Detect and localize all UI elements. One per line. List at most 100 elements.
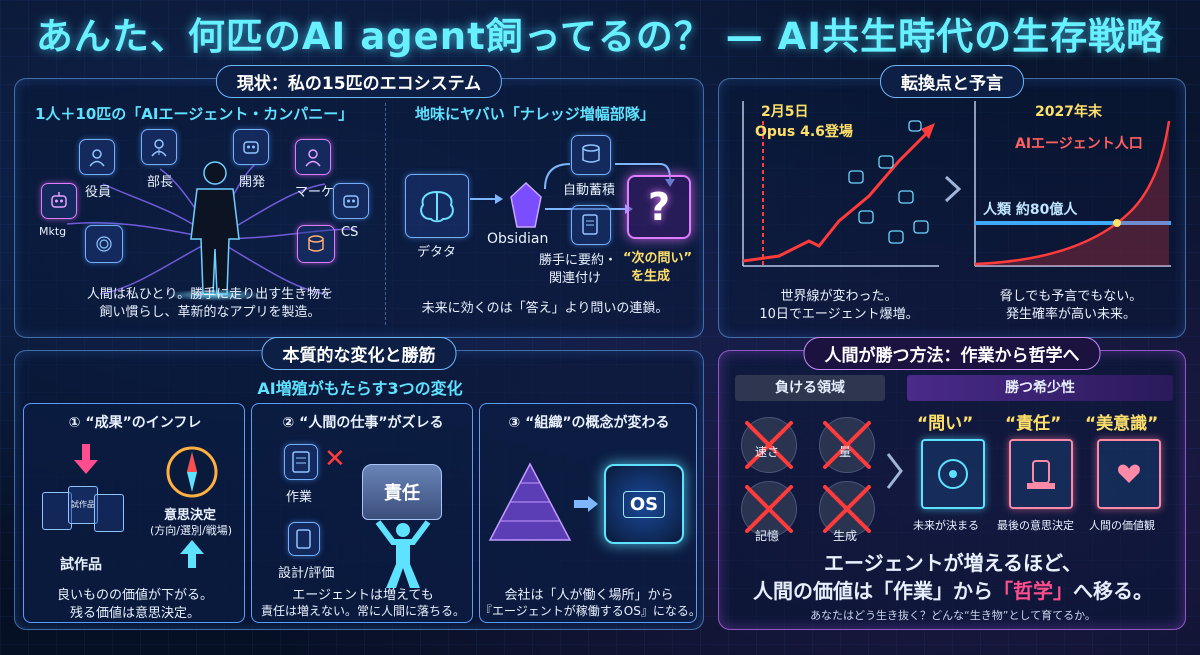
- person-lifting-icon: [375, 520, 431, 588]
- design-eval-label: 設計/評価: [278, 566, 335, 581]
- next-question-label-2: を生成: [631, 269, 671, 284]
- question-mark-icon: ?: [647, 185, 671, 229]
- card2-title: ② “人間の仕事”がズレる: [282, 415, 444, 431]
- pillar-glyphs: [938, 459, 1140, 489]
- chart-population: [974, 101, 1171, 267]
- lose-item-speed: 速さ: [755, 445, 780, 459]
- brain-icon: [405, 174, 469, 238]
- card-organization-change: ③ “組織”の概念が変わる OS 会社は「人が働く場所」から 『エージェントが稼…: [479, 403, 701, 623]
- responsibility-label: 責任: [384, 483, 420, 504]
- role-mktg: Mktg: [39, 225, 67, 238]
- message-line-2: 人間の価値は「作業」から「哲学」へ移る。: [719, 575, 1187, 604]
- database-gear-icon: [571, 135, 611, 175]
- human-population-label: 人類 約80億人: [983, 202, 1078, 218]
- right-caption: 未来に効くのは「答え」より問いの連鎖。: [421, 301, 669, 316]
- card1-title: ① “成果”のインフレ: [68, 415, 202, 431]
- obsidian-label: Obsidian: [487, 231, 549, 247]
- chevron-right-icon: [886, 453, 903, 489]
- message-philosophy: 「哲学」: [993, 579, 1073, 603]
- left-caption-1: 人間は私ひとり。勝手に走り出す生き物を: [86, 287, 334, 302]
- win-header-label: 勝つ希少性: [1005, 380, 1075, 396]
- three-changes-subtitle: AI増殖がもたらす3つの変化: [257, 379, 463, 398]
- card-human-work-shift: ② “人間の仕事”がズレる ✕ 作業 責任 設計/評価 エージェントは増えても …: [251, 403, 473, 623]
- document-icon: 試作品: [68, 486, 98, 524]
- responsibility-weight: 責任: [362, 464, 442, 520]
- up-arrow-icon: [180, 540, 204, 568]
- lose-header-label: 負ける領域: [775, 380, 845, 396]
- panel-ecosystem-divider: [385, 103, 386, 325]
- date-label: 2月5日: [761, 104, 809, 120]
- card-output-inflation: ① “成果”のインフレ 試作品 試作品 意思決定 (方向/選別/戦場) 良いもの…: [23, 403, 245, 623]
- cross-marks: [745, 421, 871, 533]
- panel-turning-point-title: 転換点と予言: [880, 65, 1024, 98]
- win-responsibility-title: “責任”: [1005, 414, 1062, 434]
- message-line-1: エージェントが増えるほど、: [824, 551, 1082, 575]
- light-beam: [165, 289, 265, 301]
- stamp-icon: [1009, 439, 1073, 509]
- obsidian-icon: [510, 181, 542, 228]
- agent-cs-icon: [333, 183, 369, 219]
- question-box: ?: [627, 175, 691, 239]
- win-aesthetics-title: “美意識”: [1085, 414, 1159, 434]
- year-label: 2027年末: [1035, 104, 1102, 120]
- role-cs: CS: [341, 225, 359, 240]
- agent-marketing-icon: [295, 139, 331, 175]
- panel-essential-change-title: 本質的な変化と勝筋: [261, 337, 457, 370]
- next-question-label-1: “次の問い”: [623, 251, 693, 266]
- decision-label: 意思決定: [164, 508, 217, 523]
- agent-database-icon: [297, 225, 335, 263]
- chart1-caption-1: 世界線が変わった。: [780, 289, 898, 304]
- document-edit-icon: [571, 205, 611, 245]
- panel-how-humans-win-title: 人間が勝つ方法：作業から哲学へ: [803, 337, 1101, 370]
- panel-ecosystem-title: 現状：私の15匹のエコシステム: [215, 65, 503, 98]
- agent-population-label: AIエージェント人口: [1015, 136, 1143, 152]
- prototype-label: 試作品: [60, 557, 102, 573]
- panel-essential-change: 本質的な変化と勝筋 AI増殖がもたらす3つの変化 ① “成果”のインフレ 試作品…: [14, 337, 704, 630]
- role-dev: 開発: [239, 175, 266, 190]
- win-header: 勝つ希少性: [907, 375, 1173, 401]
- pyramid-icon: [488, 462, 572, 541]
- message-part-c: へ移る。: [1073, 579, 1153, 603]
- win-question-title: “問い”: [917, 414, 974, 434]
- auto-accumulate-label: 自動蓄積: [563, 183, 616, 198]
- work-label: 作業: [286, 490, 313, 505]
- lose-header: 負ける領域: [735, 375, 885, 401]
- lose-item-memory: 記憶: [755, 529, 780, 543]
- human-silhouette: [190, 161, 240, 295]
- arrow-right-icon: [574, 496, 598, 512]
- lose-item-generation: 生成: [833, 529, 858, 543]
- footer-question: あなたはどう生き抜く？どんな“生き物”として育てるか。: [810, 609, 1096, 622]
- chart2-caption-2: 発生確率が高い未来。: [1005, 307, 1136, 322]
- compass-icon: [166, 446, 218, 498]
- role-marketing: マーケ: [295, 185, 335, 200]
- card2-caption-1: エージェントは増えても: [292, 588, 434, 603]
- page-title: あんた、何匹のAI agent飼ってるの？ — AI共生時代の生存戦略: [35, 15, 1165, 58]
- panel-turning-point: 転換点と予言 2月5日 Opus 4.6登場 世界線が変わった。 10日でエージ…: [718, 65, 1186, 338]
- chip-icon: OS: [604, 464, 684, 544]
- left-heading: 1人＋10匹の「AIエージェント・カンパニー」: [35, 105, 354, 123]
- message-part-a: 人間の価値は「作業」から: [753, 579, 993, 603]
- lose-item-volume: 量: [839, 445, 852, 459]
- cross-icon: ✕: [324, 444, 346, 474]
- chart1-caption-2: 10日でエージェント爆増。: [759, 307, 919, 322]
- agent-manager-icon: [141, 129, 177, 165]
- card3-caption-2: 『エージェントが稼働するOS』になる。: [480, 604, 701, 618]
- agent-fingerprint-icon: [85, 225, 123, 263]
- card3-caption-1: 会社は「人が働く場所」から: [504, 588, 674, 603]
- card1-caption-1: 良いものの価値が下がる。: [56, 588, 213, 603]
- down-arrow-icon: [74, 444, 98, 474]
- brain-label: デタタ: [417, 245, 457, 260]
- agent-executive-icon: [79, 139, 115, 175]
- document-icon: [94, 494, 124, 532]
- agent-dev-icon: [233, 129, 269, 165]
- card3-title: ③ “組織”の概念が変わる: [508, 415, 670, 431]
- role-manager: 部長: [147, 175, 174, 190]
- win-responsibility-label: 最後の意思決定: [997, 519, 1074, 532]
- chevron-right-icon: [944, 175, 962, 203]
- decision-detail-label: (方向/選別/戦場): [150, 524, 232, 537]
- card1-caption-2: 残る価値は意思決定。: [69, 606, 200, 621]
- os-label: OS: [622, 490, 666, 518]
- card2-caption-2: 責任は増えない。常に人間に落ちる。: [260, 604, 465, 618]
- panel-how-humans-win: 人間が勝つ方法：作業から哲学へ 負ける領域 勝つ希少性 速さ 量 記憶 生成 “…: [718, 337, 1187, 630]
- event-label: Opus 4.6登場: [755, 124, 853, 140]
